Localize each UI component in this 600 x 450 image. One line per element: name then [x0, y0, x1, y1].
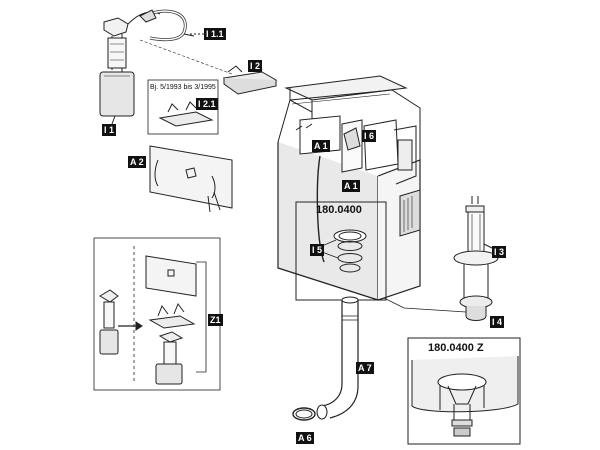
label-i21: I 2.1	[196, 98, 218, 110]
small-bracket	[148, 302, 196, 329]
inset-box-date	[147, 79, 219, 135]
label-z1: Z1	[208, 314, 223, 326]
part-i21	[158, 101, 214, 127]
leader-i2	[139, 39, 233, 75]
leader-i4	[383, 297, 467, 313]
small-valve-body	[155, 331, 184, 385]
part-number-main: 180.0400	[316, 204, 362, 216]
label-i1: I 1	[102, 124, 117, 136]
label-a1-top: A 1	[312, 140, 330, 152]
label-a7: A 7	[356, 362, 374, 374]
part-i2	[222, 63, 278, 95]
label-i3: I 3	[492, 246, 507, 258]
label-a1-bottom: A 1	[342, 180, 360, 192]
date-range-note: Bj. 5/1993 bis 3/1995	[150, 84, 216, 91]
arrow-head	[135, 321, 143, 331]
label-a2: A 2	[128, 156, 146, 168]
detail-box-main	[295, 201, 387, 301]
ring-a6	[292, 407, 316, 421]
label-i2: I 2	[248, 60, 263, 72]
flush-valve	[453, 196, 499, 321]
bracket-z1	[196, 261, 207, 373]
small-plate	[145, 255, 197, 297]
leader-i5	[321, 239, 339, 259]
label-i6: I 6	[362, 130, 377, 142]
small-fill-valve	[99, 289, 119, 355]
label-i5: I 5	[310, 244, 325, 256]
label-i11: I 1.1	[204, 28, 226, 40]
plate-a2	[149, 145, 233, 213]
part-number-detail: 180.0400 Z	[428, 342, 484, 354]
outlet-pipe-a7	[316, 296, 359, 420]
hose	[139, 9, 195, 42]
cistern-body	[277, 75, 421, 301]
fill-valve-top	[99, 11, 161, 117]
seal-rings	[333, 229, 367, 273]
detail-z-drawing	[411, 356, 519, 437]
leader-i1	[111, 115, 116, 125]
label-a6: A 6	[296, 432, 314, 444]
label-i4: I 4	[490, 316, 505, 328]
leader-i3	[483, 243, 493, 249]
detail-box-z	[407, 337, 521, 445]
